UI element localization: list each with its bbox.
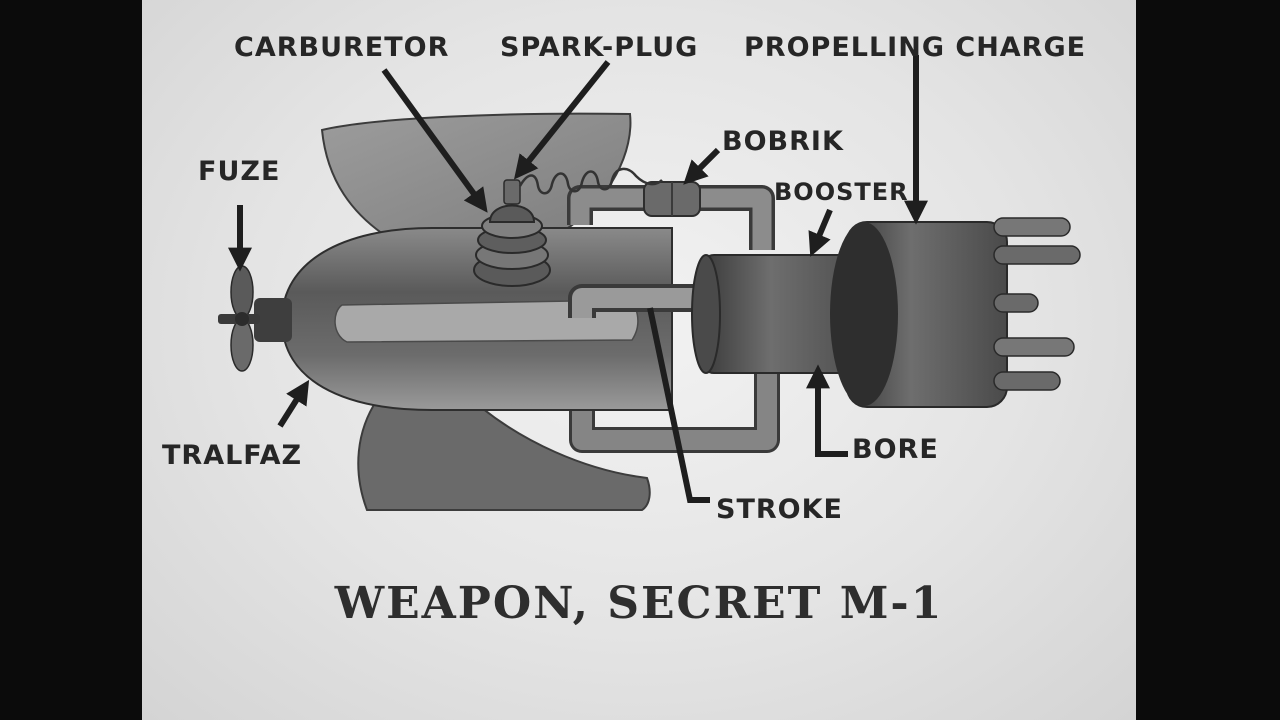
label-spark-plug: SPARK-PLUG	[500, 32, 699, 63]
label-booster: BOOSTER	[774, 178, 909, 206]
label-stroke: STROKE	[716, 494, 843, 525]
lower-fin	[357, 398, 651, 511]
diagram-title: WEAPON, SECRET M-1	[334, 578, 944, 629]
charge-rods	[993, 217, 1081, 391]
propeller	[218, 265, 260, 372]
diagram-frame: CARBURETOR SPARK-PLUG PROPELLING CHARGE …	[142, 0, 1136, 720]
label-tralfaz: TRALFAZ	[162, 440, 303, 471]
leader-arrows	[228, 55, 928, 503]
label-propelling-charge: PROPELLING CHARGE	[744, 32, 1087, 63]
label-bobrik: BOBRIK	[722, 126, 844, 157]
nose-cap	[254, 298, 292, 342]
label-bore: BORE	[852, 434, 939, 465]
spark-wire	[518, 167, 663, 195]
weapon-diagram	[218, 55, 1081, 511]
label-carburetor: CARBURETOR	[234, 32, 450, 63]
label-fuze: FUZE	[198, 156, 281, 187]
carburetor-unit	[473, 179, 551, 287]
